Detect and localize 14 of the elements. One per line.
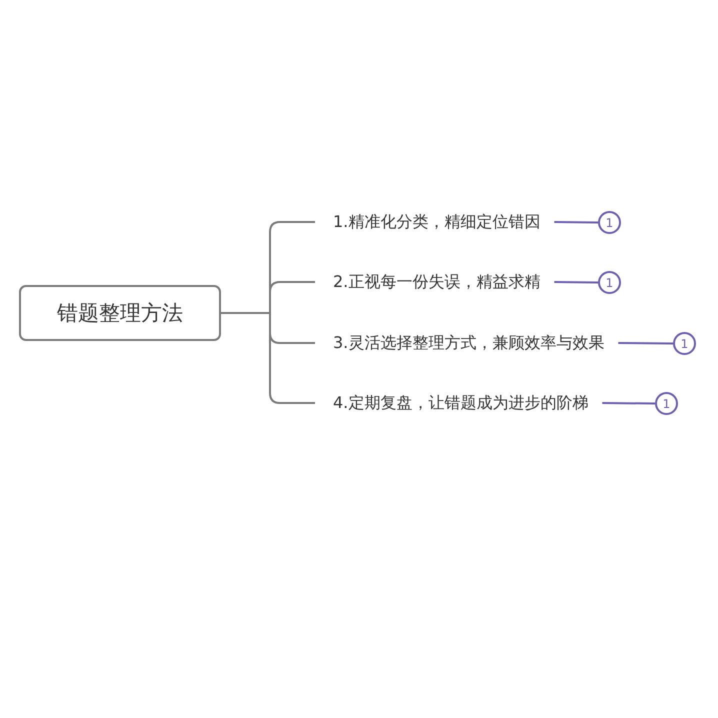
badge-connector bbox=[602, 402, 656, 404]
subtopic-label: 3.灵活选择整理方式，兼顾效率与效果 bbox=[333, 332, 604, 354]
badge-connector bbox=[554, 281, 598, 284]
collapse-count-badge: 1 bbox=[598, 271, 621, 294]
collapse-count-badge: 1 bbox=[673, 332, 696, 355]
subtopic-label: 1.精准化分类，精细定位错因 bbox=[333, 211, 540, 233]
badge-connector bbox=[554, 221, 598, 224]
collapse-count-badge: 1 bbox=[655, 392, 678, 415]
branch-connector bbox=[221, 312, 315, 404]
collapse-count-badge: 1 bbox=[598, 211, 621, 234]
badge-connector bbox=[618, 342, 674, 344]
subtopic-label: 2.正视每一份失误，精益求精 bbox=[333, 271, 540, 293]
central-topic-box: 错题整理方法 bbox=[19, 285, 221, 341]
subtopic-label: 4.定期复盘，让错题成为进步的阶梯 bbox=[333, 392, 588, 414]
